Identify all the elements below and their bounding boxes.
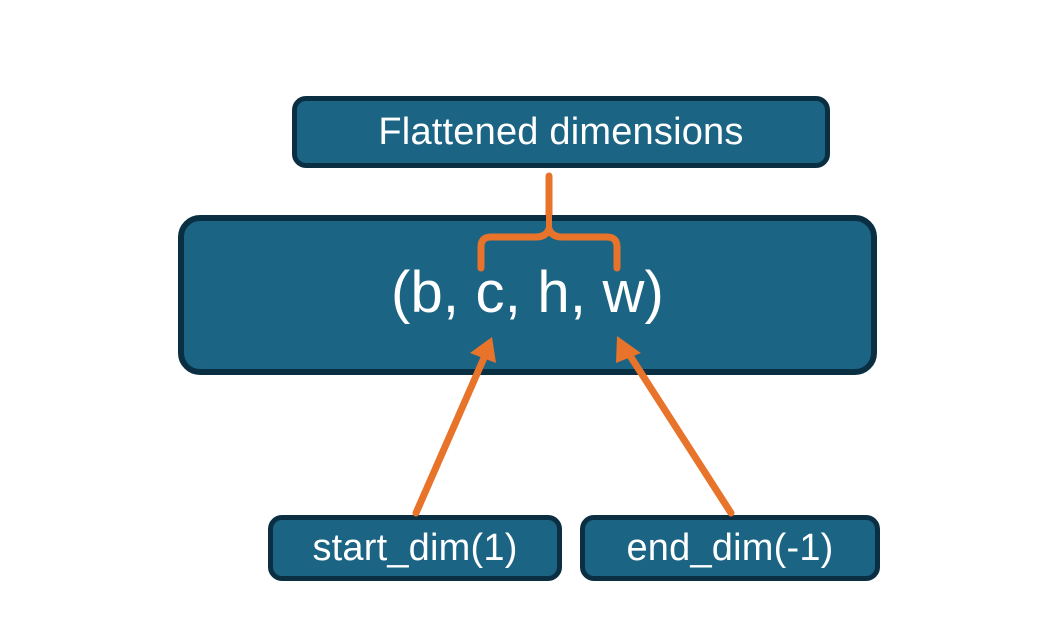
start-dim-label: start_dim(1): [312, 526, 518, 569]
tensor-shape-label: (b, c, h, w): [390, 259, 665, 325]
end-dim-label: end_dim(-1): [626, 526, 834, 569]
end-dim-box[interactable]: end_dim(-1): [580, 515, 880, 581]
start-dim-box[interactable]: start_dim(1): [268, 515, 562, 581]
tensor-shape-box[interactable]: (b, c, h, w): [178, 215, 877, 375]
flattened-dimensions-label: Flattened dimensions: [378, 110, 744, 153]
flattened-dimensions-box[interactable]: Flattened dimensions: [292, 96, 830, 168]
